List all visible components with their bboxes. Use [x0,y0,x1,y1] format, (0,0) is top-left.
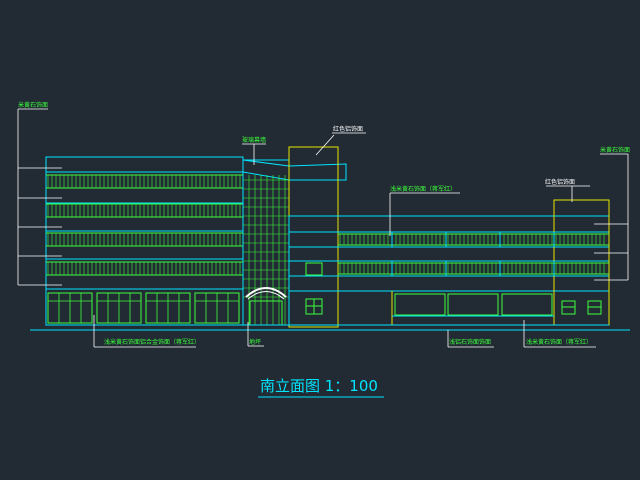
right-balcony-railings [338,232,609,276]
note-bottom-left: 浅米黄石饰面铝合金饰面（蒋军红） [104,338,200,346]
note-curtain-wall: 玻璃幕墙 [242,136,266,144]
right-wing [288,215,610,326]
left-ground-mullions [48,293,239,323]
entrance-arch [245,287,287,298]
note-right-top: 米黄石饰面 [600,146,630,154]
left-balcony-railings [46,174,243,276]
note-right-red: 红色铝饰面 [545,178,575,186]
note-bottom-mid: 浅铝石饰面饰面 [449,338,491,346]
note-bottom-right: 浅米黄石饰面（蒋军红） [526,338,592,346]
note-bottom-small: 地坪 [249,338,261,346]
left-ground-windows [47,292,240,324]
leader-lines [17,108,629,348]
left-wing [45,156,244,326]
right-ground-windows [305,262,602,316]
drawing-title: 南立面图 1：100 [260,377,378,395]
curtain-wall [242,159,347,326]
ground-line [30,324,630,331]
note-mid-stone: 浅米黄石饰面（蒋军红） [390,185,456,193]
note-left-top: 米黄石饰面 [18,101,48,109]
note-red-tower: 红色铝饰面 [333,125,363,133]
annotations: 米黄石饰面 玻璃幕墙 红色铝饰面 米黄石饰面 浅米黄石饰面（蒋军红） 红色铝饰面… [18,101,630,346]
